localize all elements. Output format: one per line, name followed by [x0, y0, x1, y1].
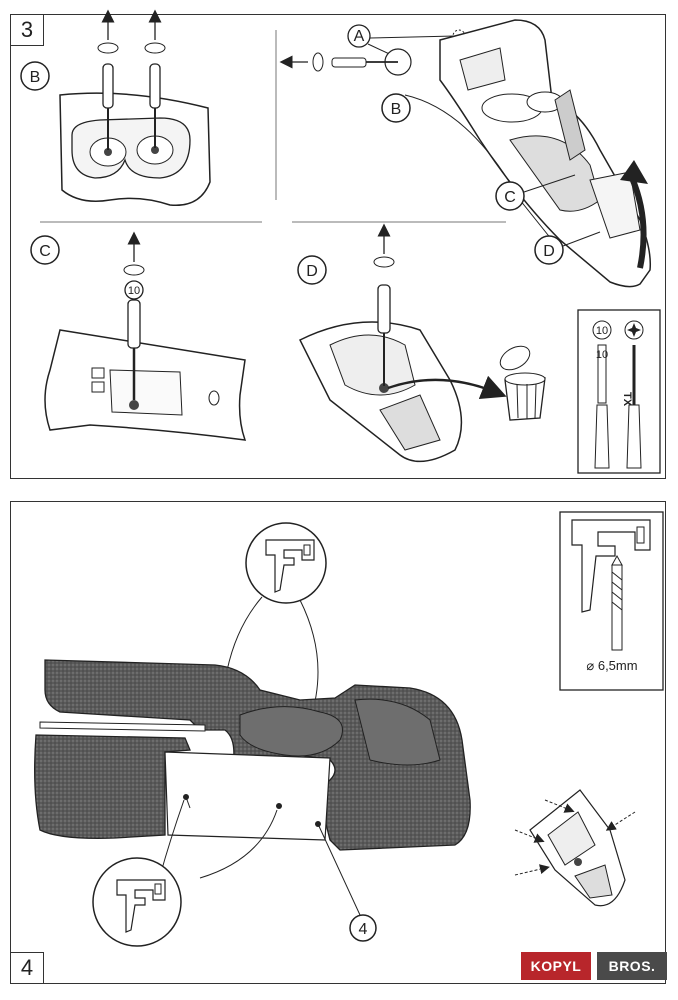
callout-d-circle: [534, 235, 564, 265]
kopyl-bros-logo: KOPYL BROS.: [521, 952, 667, 980]
step-4-number: 4: [10, 952, 44, 984]
drill-diameter-label: ⌀ 6,5mm: [586, 658, 637, 673]
screw-cap-icon: [373, 256, 395, 268]
item-4-callout: 4: [349, 914, 377, 942]
console-overview: A B C D: [279, 19, 652, 288]
socket-10-icon: [592, 320, 612, 340]
logo-part-1: KOPYL: [521, 952, 591, 980]
callout-c-circle: [30, 235, 60, 265]
socket-10-icon: [124, 280, 144, 300]
callout-a-circle: [347, 24, 371, 48]
tools-inset: 10 10 TX: [577, 309, 661, 474]
screwdriver-icon: [102, 63, 114, 150]
callout-d-label: D: [306, 263, 318, 280]
callout-b-label: B: [391, 101, 402, 118]
console-top-sketch: [514, 789, 636, 907]
view-d-console-rear: D: [297, 223, 546, 463]
torx-driver-icon: TX: [621, 345, 642, 469]
callout-c-label: C: [504, 189, 516, 206]
screwdriver-icon: [149, 63, 161, 148]
callout-c-label: C: [39, 243, 51, 260]
screw-cap-icon: [123, 264, 145, 276]
drill-bit-icon: [611, 554, 623, 651]
screw-cap-icon: [144, 42, 166, 54]
callout-d-circle: [297, 255, 327, 285]
svg-text:10: 10: [596, 325, 608, 337]
socket-driver-icon: [127, 299, 141, 400]
view-c-side-panel: C 10: [30, 231, 247, 441]
svg-text:TX: TX: [621, 392, 633, 407]
callout-b-label: B: [30, 69, 41, 86]
svg-text:10: 10: [596, 349, 608, 361]
callout-a-label: A: [354, 28, 365, 45]
cup-insert-icon: [499, 345, 546, 421]
callout-d-label: D: [543, 243, 555, 260]
step-3-number: 3: [10, 14, 44, 46]
drill-inset: ⌀ 6,5mm: [559, 511, 664, 691]
lift-arrow-icon: [629, 176, 647, 269]
callout-c-circle: [495, 181, 525, 211]
screwdriver-icon: [377, 284, 391, 386]
svg-text:10: 10: [128, 285, 140, 297]
view-b-cupholder: B: [20, 9, 211, 207]
item-4-label: 4: [359, 921, 368, 938]
logo-part-2: BROS.: [597, 952, 667, 980]
screw-cap-icon: [97, 42, 119, 54]
callout-b-circle: [381, 93, 411, 123]
screwdriver-icon: [331, 57, 367, 68]
remove-arrow-icon: [387, 375, 507, 399]
clip-detail-bottom: [92, 857, 182, 947]
socket-driver-icon: 10: [594, 344, 610, 469]
callout-b-circle: [20, 61, 50, 91]
console-trim-part: [34, 659, 471, 916]
screw-cap-icon: [312, 52, 324, 72]
